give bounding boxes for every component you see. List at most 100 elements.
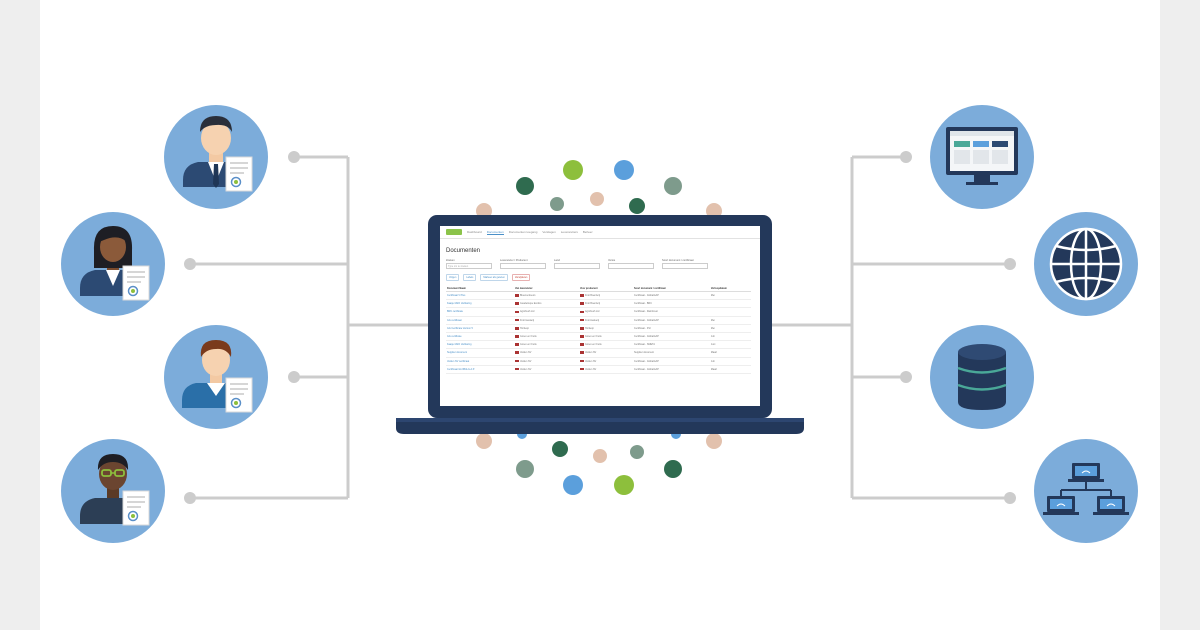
nav-item[interactable]: Leveranciers [560,230,578,234]
column-header[interactable]: Soort document / certificaat [632,285,710,292]
man-glasses-certificate-icon [61,439,165,543]
table-cell: Certificaat - GlobalGAP [632,316,710,325]
table-cell: Certificaat - BRC [632,299,710,309]
nav-item[interactable]: Beheer [582,230,593,234]
table-cell[interactable]: BRC certificate [446,307,515,317]
table-row[interactable]: Certificaat V Plus Bloemenbeurs Fruit Boer… [446,291,751,301]
table-cell: Certificaat - GlobalGAP [632,291,710,301]
table-cell: Velden NV [578,348,633,358]
table-cell[interactable]: Certificaat V Plus [446,291,515,301]
table-cell: Supplier document [632,348,710,358]
country-select[interactable] [554,263,600,269]
labels-button[interactable]: Labels [463,274,477,281]
cell-text: Velden NV [584,351,597,355]
table-cell[interactable]: Supplier document [446,348,515,358]
filter-bar: Zoeken Type om te zoeken Leverancier / P… [440,254,760,269]
flag-icon [515,326,520,330]
table-cell: Hortiexp [578,324,633,333]
flag-icon [579,351,584,355]
cell-text: Bloemenbeurs [520,294,536,298]
supplier-select[interactable] [500,263,546,269]
flag-icon [515,318,520,322]
delete-button[interactable]: Verwijderen [511,274,531,281]
table-cell: Fruit Boerderij [578,291,633,301]
table-row[interactable]: Supplier document Velden NV Velden NV Suppl… [446,348,751,358]
column-header[interactable]: Van leverancier [514,285,579,292]
search-input[interactable]: Type om te zoeken [446,263,492,269]
table-cell: Hortiexp [514,324,579,333]
globe-icon [1034,212,1138,316]
table-cell: Velden NV [578,365,633,374]
cell-text: Groen en Fruits [520,343,537,347]
table-cell: Fruit kwekerij [514,316,579,325]
cell-text: Velden NV [584,367,597,371]
nav-item[interactable]: Documenten toegang [508,230,538,234]
businessman-certificate-icon [164,105,268,209]
flag-icon [579,310,584,314]
flag-icon [515,359,520,363]
version-select[interactable] [608,263,654,269]
table-cell: Mei [709,291,751,301]
app-nav: Dashboard Documenten Documenten toegang … [440,226,760,239]
bottom-dot-arc [476,429,722,495]
table-row[interactable]: BRC certificate Agrofresh Ltd Agrofresh Lt… [446,307,751,317]
table-cell: Maart [709,348,751,358]
follow-button[interactable]: Volgen [446,274,460,281]
table-cell[interactable]: Kaatje GMO Verklaring [446,340,515,350]
table-cell: Maart [709,365,751,374]
cell-text: Velden NV [584,359,597,363]
table-cell[interactable]: Certificaat GLOBALG.A.P. [446,365,515,374]
flag-icon [579,359,584,363]
left-connectors [190,155,430,500]
table-cell: Guadeloupe Exotics [514,299,579,309]
filter-label: Soort document / certificaat [662,259,694,262]
cell-text: Agrofresh Ltd [520,310,535,314]
doc-type-select[interactable] [662,263,708,269]
table-cell: Agrofresh Ltd [514,307,579,317]
column-header[interactable]: Document Naam [446,285,515,292]
column-header[interactable]: Voor producent [578,285,633,292]
table-row[interactable]: Certificaat GLOBALG.A.P. Velden NV Velden … [446,365,751,374]
table-cell: Bloemenbeurs [514,291,579,301]
table-cell[interactable]: GG certificaat [446,316,515,325]
network-computers-icon [1034,439,1138,543]
table-cell[interactable]: Velden NV certificaat [446,357,515,366]
cell-text: Velden NV [520,367,532,371]
cell-text: Velden NV [520,351,532,355]
flag-icon [515,335,520,338]
filter-label: Land [554,259,560,262]
monitor-icon [930,105,1034,209]
nav-item[interactable]: Verslagen [542,230,556,234]
flag-icon [515,351,520,355]
table-cell[interactable]: GG certificate [446,332,515,342]
filter-label: Versie [608,259,616,262]
filter-label: Zoeken [446,259,455,262]
filter-doc-type: Soort document / certificaat [662,259,708,269]
nav-item[interactable]: Dashboard [467,230,482,234]
flag-icon [515,302,520,305]
column-header[interactable]: Verloopdatum [709,285,751,292]
mark-read-button[interactable]: Markeer als gelezen [480,274,508,281]
filter-label: Leverancier / Producent [500,259,528,262]
table-cell[interactable]: GG Certificate Version 5 [446,324,515,333]
table-cell: Groen en Fruits [578,332,633,342]
cell-text: Fruit Boerderij [584,294,600,298]
filter-search: Zoeken Type om te zoeken [446,259,492,269]
flag-icon [579,367,584,371]
cell-text: Agrofresh Ltd [584,310,600,314]
filter-version: Versie [608,259,654,269]
cell-text: Fruit kwekerij [520,318,535,322]
nav-item-active[interactable]: Documenten [486,229,504,235]
table-cell: Juli [709,332,751,342]
top-dot-arc [476,160,722,219]
table-cell: Certificaat - SMETA [632,340,710,350]
table-cell[interactable]: Kaatje GMO Verklaring [446,299,515,309]
table-cell: Velden NV [514,357,579,366]
